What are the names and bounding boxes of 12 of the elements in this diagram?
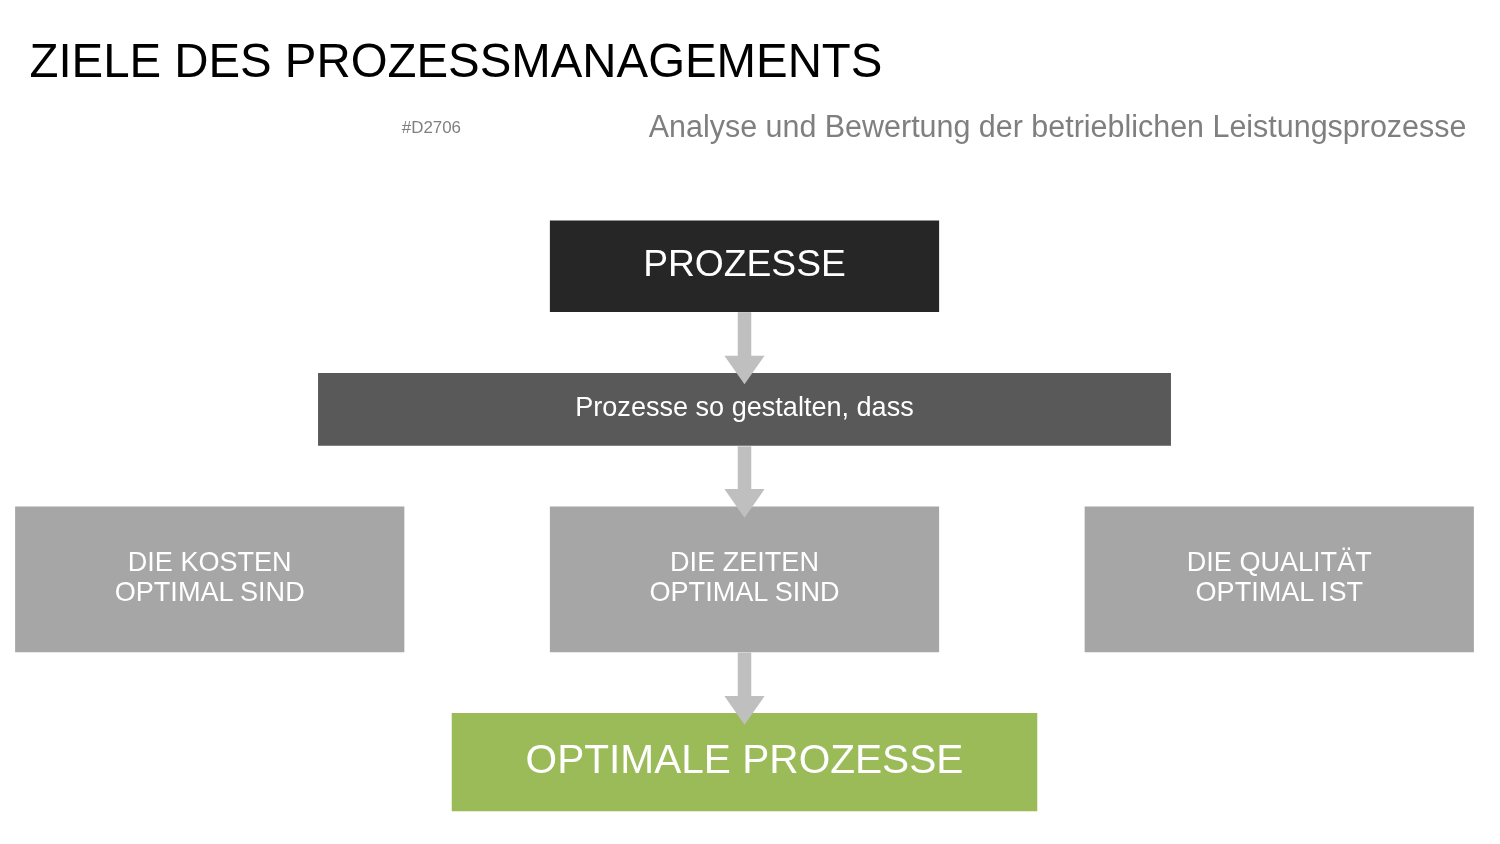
node-box: PROZESSE [549, 220, 940, 312]
node-box: DIE KOSTEN OPTIMAL SIND [15, 506, 405, 653]
diagram-title: ZIELE DES PROZESSMANAGEMENTS [29, 34, 883, 88]
node-box: OPTIMALE PROZESSE [451, 713, 1038, 812]
arrow [724, 312, 765, 385]
arrow [724, 446, 765, 518]
label: #D2706 [401, 118, 462, 138]
node-box: Prozesse so gestalten, dass [318, 372, 1171, 446]
arrow [724, 652, 765, 725]
node-box: DIE QUALITÄT OPTIMAL IST [1084, 506, 1474, 653]
label: Analyse und Bewertung der betrieblichen Leistungsprozesse [648, 108, 1467, 143]
node-box: DIE ZEITEN OPTIMAL SIND [549, 506, 940, 653]
